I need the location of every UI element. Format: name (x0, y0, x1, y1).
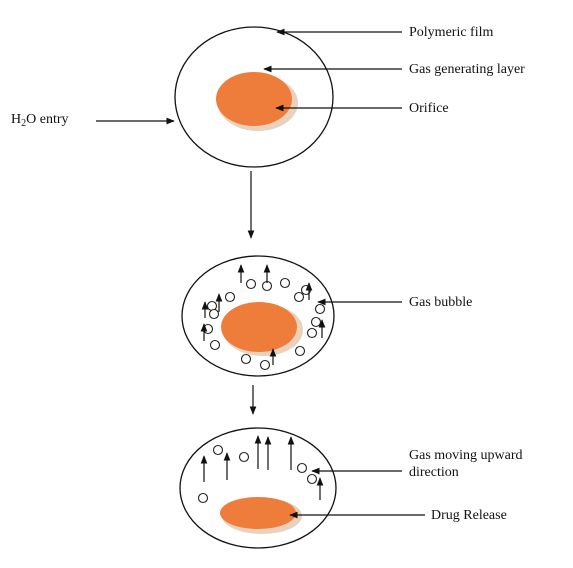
gas-generating-core (216, 72, 292, 126)
orifice-label: Orifice (409, 101, 449, 116)
gas-bubble (306, 327, 318, 339)
gas-moving-label-line-2: direction (409, 465, 459, 480)
gas-bubble (238, 451, 250, 463)
drug-core (220, 497, 296, 529)
h2o-entry-label: H2O entry (11, 112, 69, 129)
gas-bubble (245, 278, 257, 290)
polymeric-film-label: Polymeric film (409, 25, 493, 40)
stage-2-tablet (181, 255, 335, 377)
gas-generating-layer-label: Gas generating layer (409, 62, 525, 77)
gas-bubble (208, 308, 220, 320)
gas-bubble (296, 462, 308, 474)
gas-bubble (224, 291, 236, 303)
stage-2-upward-arrows (200, 264, 326, 365)
gas-bubble (212, 444, 224, 456)
gas-bubble (314, 303, 326, 315)
gas-bubble (197, 492, 209, 504)
gas-bubble (240, 353, 252, 365)
gas-bubble (310, 316, 322, 328)
stage-1-tablet (174, 26, 334, 168)
gas-bubble-label: Gas bubble (409, 295, 472, 310)
gas-bubble (279, 277, 291, 289)
gas-generating-core (221, 302, 297, 352)
gas-moving-label-line-1: Gas moving upward (409, 448, 523, 463)
gas-bubble (259, 359, 271, 371)
gas-bubble (293, 291, 305, 303)
stage-3-gas-bubbles (197, 444, 318, 504)
gas-bubble (209, 339, 221, 351)
stage-3-upward-arrows (200, 435, 324, 500)
gas-moving-label: Gas moving upward direction (409, 448, 526, 480)
gas-bubble (294, 345, 306, 357)
drug-release-label: Drug Release (431, 508, 507, 523)
gas-bubble (306, 473, 318, 485)
gas-bubble (202, 323, 214, 335)
